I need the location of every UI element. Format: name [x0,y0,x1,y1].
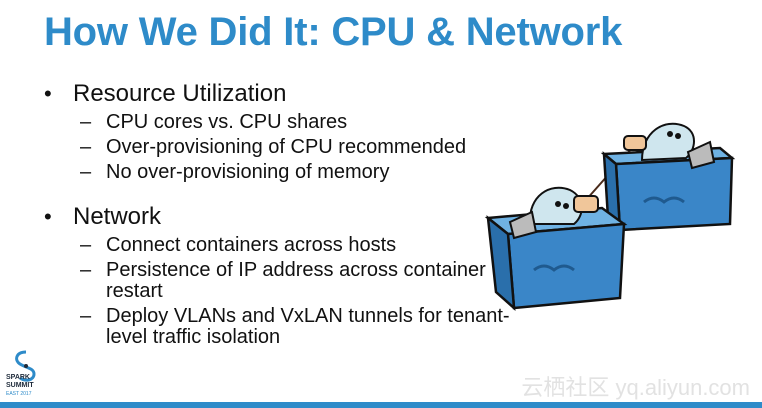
sub-bullet: Persistence of IP address across contain… [44,260,514,302]
bullet-list: Resource Utilization CPU cores vs. CPU s… [44,80,514,348]
bottom-accent-bar [0,402,762,408]
slide-title: How We Did It: CPU & Network [44,10,623,54]
docker-containers-tin-can-phone-icon [484,122,736,312]
sub-bullet: Connect containers across hosts [44,235,514,257]
front-container-icon [484,186,628,312]
sub-bullet: CPU cores vs. CPU shares [44,112,514,134]
sub-bullet: No over-provisioning of memory [44,162,514,184]
watermark: 云栖社区 yq.aliyun.com [521,375,750,400]
section-network: Network Connect containers across hosts … [44,203,514,348]
back-container-icon [600,122,736,234]
sub-bullet: Over-provisioning of CPU recommended [44,137,514,159]
bullet-heading: Resource Utilization [44,80,514,108]
spark-summit-logo-text: SPARK SUMMIT EAST 2017 [6,374,34,397]
spark-summit-logo-icon [15,350,36,382]
sub-bullet: Deploy VLANs and VxLAN tunnels for tenan… [44,306,514,348]
section-resource-utilization: Resource Utilization CPU cores vs. CPU s… [44,80,514,183]
bullet-heading: Network [44,203,514,231]
